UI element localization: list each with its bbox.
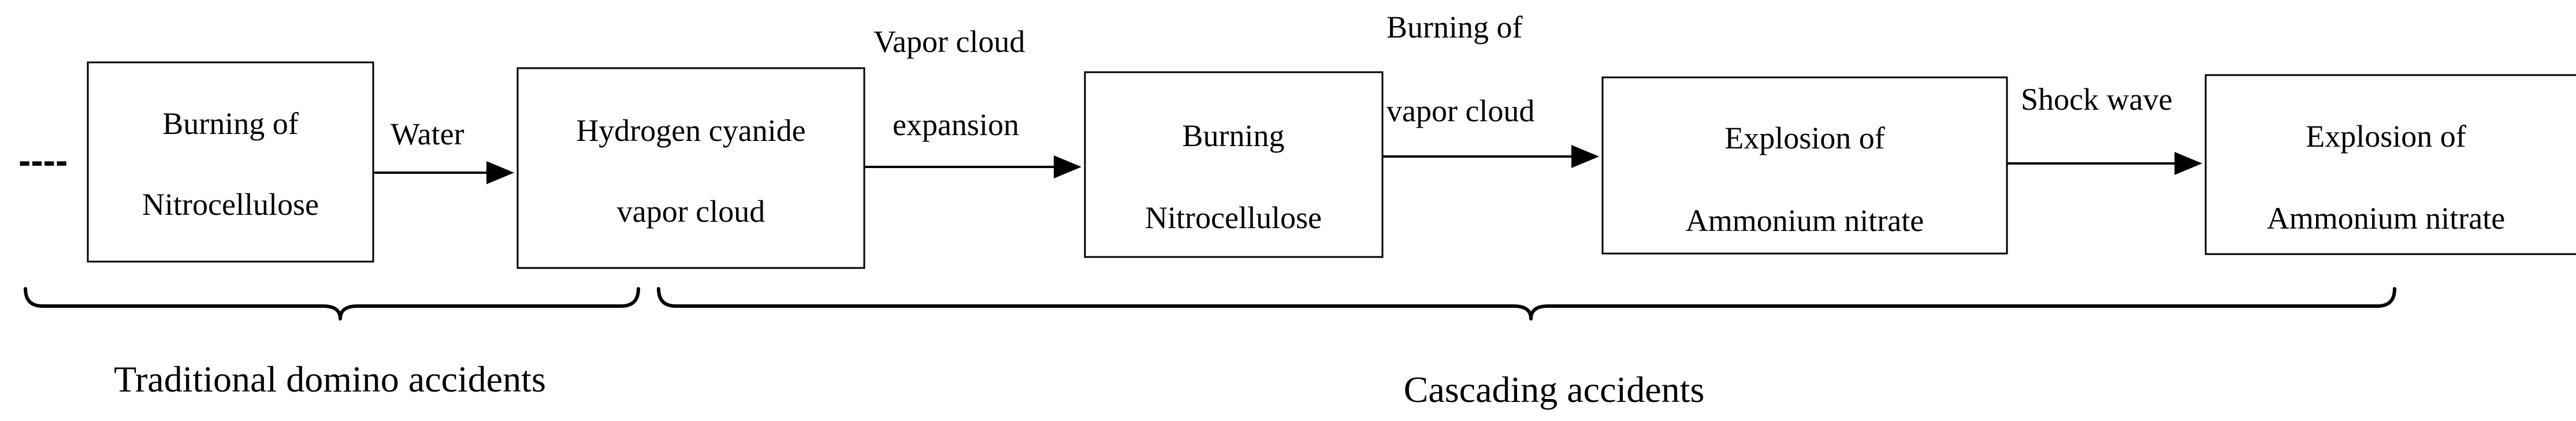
arrow-2-label-line-1: Vapor cloud	[873, 24, 1025, 59]
box-1-line-1: Burning of	[162, 106, 299, 141]
arrow-vapor-cloud-expansion: Vapor cloud expansion	[864, 24, 1081, 178]
box-4-line-2: Ammonium nitrate	[1686, 203, 1924, 238]
box-hydrogen-cyanide-vapor-cloud: Hydrogen cyanide vapor cloud	[516, 67, 865, 269]
arrow-3-label-line-1: Burning of	[1386, 10, 1523, 44]
arrow-burning-of-vapor-cloud: Burning of vapor cloud	[1382, 10, 1599, 168]
arrow-3-label-line-2: vapor cloud	[1386, 94, 1534, 128]
box-5-line-2: Ammonium nitrate	[2267, 201, 2505, 236]
box-1-line-2: Nitrocellulose	[142, 187, 319, 222]
arrow-water: Water	[373, 117, 514, 184]
box-burning-nitrocellulose-2: Burning Nitrocellulose	[1084, 71, 1384, 258]
box-2-line-2: vapor cloud	[617, 194, 765, 229]
arrow-1-label: Water	[391, 117, 464, 151]
arrow-4-label: Shock wave	[2021, 82, 2172, 117]
box-2-line-1: Hydrogen cyanide	[576, 113, 805, 148]
leading-ellipsis: ----	[18, 140, 68, 181]
arrow-2-label-line-2: expansion	[893, 107, 1019, 142]
box-explosion-ammonium-nitrate: Explosion of Ammonium nitrate	[1601, 76, 2008, 255]
brace-traditional-domino	[24, 287, 640, 321]
box-3-line-1: Burning	[1182, 118, 1284, 153]
box-4-line-1: Explosion of	[1724, 121, 1885, 155]
box-3-line-2: Nitrocellulose	[1145, 200, 1322, 235]
box-5-line-1: Explosion of	[2306, 119, 2466, 154]
box-burning-nitrocellulose: Burning of Nitrocellulose	[87, 61, 374, 263]
group-label-traditional: Traditional domino accidents	[114, 359, 546, 400]
arrow-shock-wave: Shock wave	[2007, 82, 2202, 175]
box-explosion-ammonium-nitrate-2: Explosion of Ammonium nitrate	[2205, 74, 2576, 255]
group-label-cascading: Cascading accidents	[1404, 369, 1705, 410]
brace-cascading	[657, 287, 2396, 321]
